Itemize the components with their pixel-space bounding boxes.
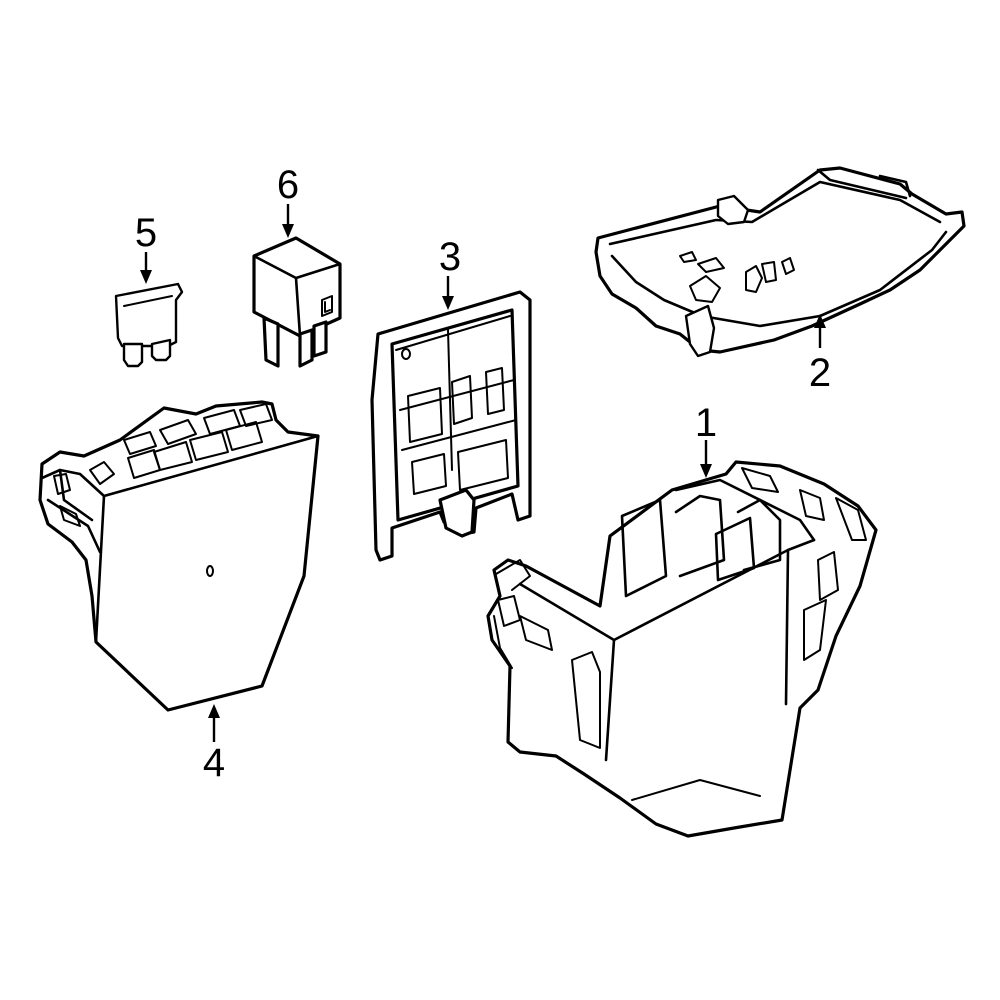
arrowhead-5 (140, 270, 152, 284)
callout-6: 6 (277, 163, 299, 207)
arrowhead-6 (282, 224, 294, 238)
callout-labels: 5 6 3 2 1 4 (135, 163, 831, 785)
callout-2: 2 (809, 351, 831, 395)
arrowhead-2 (814, 314, 826, 328)
callout-1: 1 (695, 401, 717, 445)
fuse-part[interactable] (114, 282, 184, 368)
arrowhead-4 (208, 704, 220, 718)
lower-box-part[interactable] (486, 460, 878, 838)
callout-4: 4 (203, 741, 225, 785)
cover-lid-part[interactable] (594, 166, 966, 358)
arrowhead-1 (700, 464, 712, 478)
callout-5: 5 (135, 211, 157, 255)
callout-3: 3 (439, 235, 461, 279)
bracket-frame-part[interactable] (370, 290, 532, 562)
arrowhead-3 (442, 296, 454, 310)
callout-arrows (140, 204, 826, 742)
fuse-block-part[interactable] (38, 400, 320, 712)
relay-part[interactable] (252, 236, 342, 368)
